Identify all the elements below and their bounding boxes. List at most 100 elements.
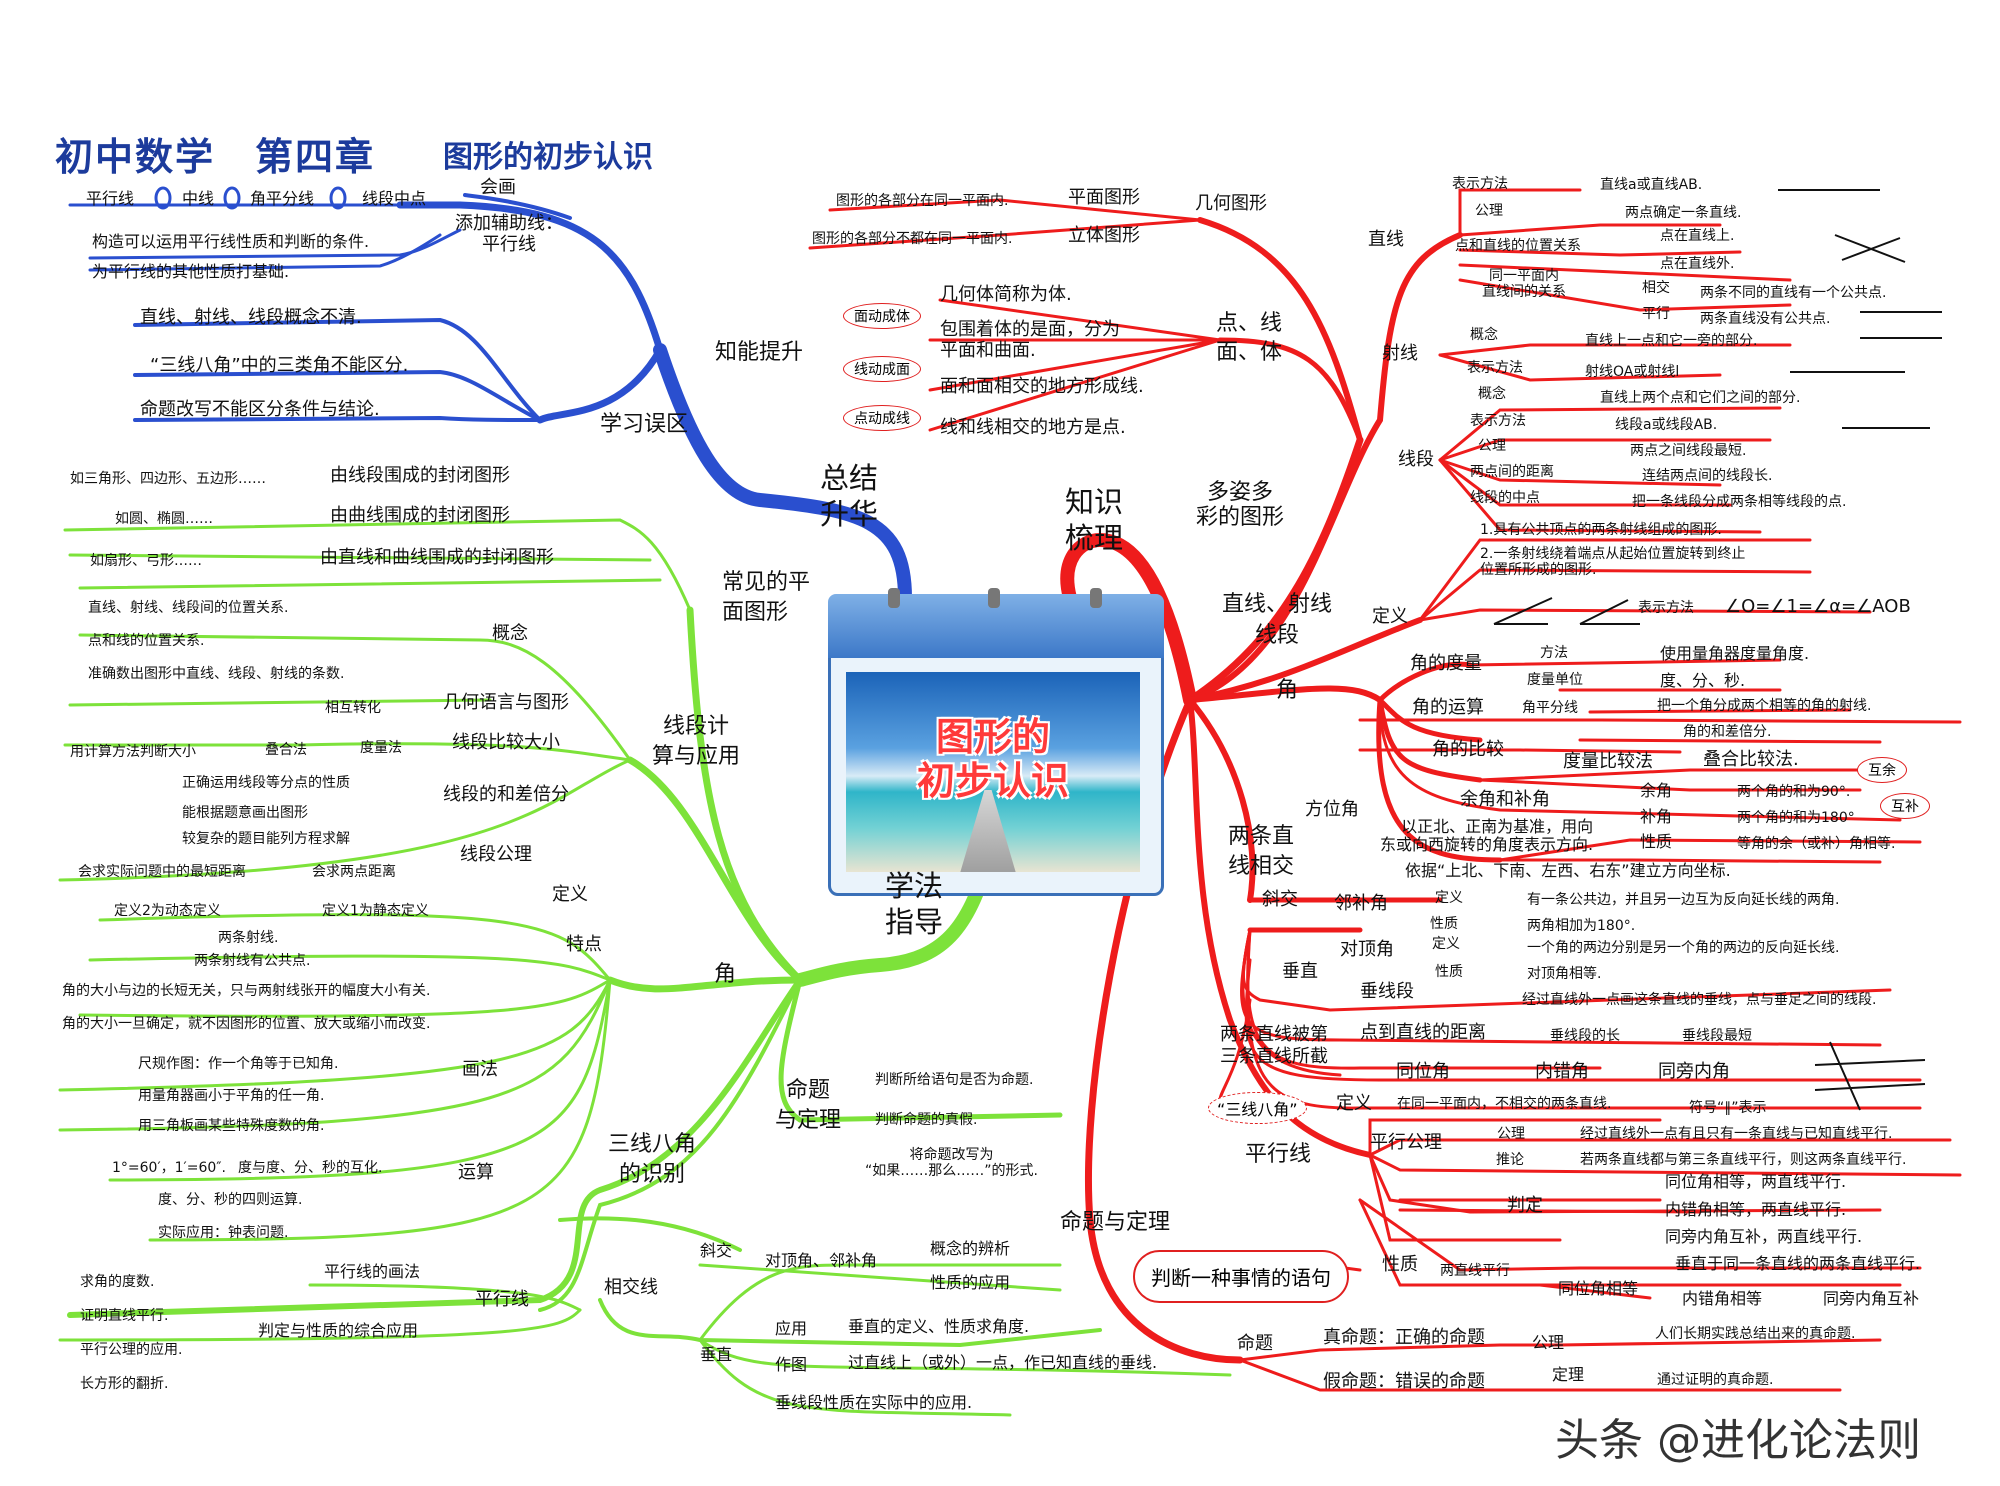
- geo-shapes: 几何图形: [1195, 193, 1267, 214]
- perp-seg-note: 经过直线外一点画这条直线的垂线，点与垂足之间的线段.: [1522, 992, 1877, 1008]
- angle-ops: 角的运算: [1412, 697, 1484, 718]
- draw-item: 线段中点: [362, 189, 427, 208]
- vert-prop: 性质: [1435, 964, 1463, 980]
- cmp-measure: 度量比较法: [1563, 751, 1653, 772]
- intersect-method: 相交线: [604, 1277, 658, 1298]
- measure-unit-note: 度、分、秒.: [1660, 671, 1746, 690]
- aux-line-label: 添加辅助线： 平行线: [455, 213, 563, 255]
- page-subtitle: 图形的初步认识: [443, 140, 653, 175]
- calc-note: 度与度、分、秒的互化.: [238, 1160, 383, 1176]
- comp-prop: 性质: [1640, 832, 1673, 851]
- feature-note: 角的大小与边的长短无关，只与两射线张开的幅度大小有关.: [62, 983, 431, 999]
- hu-yu-tag: 互余: [1857, 757, 1907, 783]
- solid-shape: 立体图形: [1068, 225, 1140, 246]
- segment-concept: 概念: [492, 623, 528, 644]
- par-ax-main: 公理: [1497, 1126, 1525, 1142]
- adj-def: 定义: [1435, 890, 1463, 906]
- calc-note: 实际应用：钟表问题.: [158, 1225, 289, 1241]
- perp-label: 垂直: [700, 1345, 733, 1364]
- segment-node: 线段: [1398, 449, 1434, 470]
- vert-def-note: 一个角的两边分别是另一个角的两边的反向延长线.: [1527, 940, 1840, 956]
- shape-type: 由曲线围成的封闭图形: [330, 505, 510, 526]
- comp-prop-note: 等角的余（或补）角相等.: [1737, 836, 1896, 852]
- seg-concept-note: 直线上两个点和它们之间的部分.: [1600, 390, 1801, 406]
- parallel-draw: 平行线的画法: [324, 1262, 421, 1281]
- hub-intersecting-lines: 两条直 线相交: [1228, 824, 1295, 879]
- ray-repr: 表示方法: [1467, 360, 1523, 376]
- apply-label: 应用: [775, 1319, 808, 1338]
- solid-abbr: 几何体简称为体.: [940, 284, 1072, 305]
- def-note: 定义1为静态定义: [322, 903, 429, 919]
- apply-note: 垂直的定义、性质求角度.: [848, 1317, 1030, 1336]
- binder-ring-icon: [1090, 588, 1102, 608]
- segment-compare: 线段比较大小: [452, 732, 560, 753]
- angle-def: 定义: [552, 884, 588, 905]
- angle-repr: 表示方法: [1638, 600, 1694, 616]
- seg-repr-note: 线段a或线段AB.: [1615, 417, 1718, 433]
- hub-segment-calc: 线段计 算与应用: [652, 714, 741, 769]
- true-prop: 真命题：正确的命题: [1323, 1327, 1485, 1348]
- seg-mid: 线段的中点: [1470, 490, 1540, 506]
- vert-def: 定义: [1432, 936, 1460, 952]
- ray-concept-note: 直线上一点和它一旁的部分.: [1585, 333, 1758, 349]
- prop-use: 性质的应用: [930, 1273, 1011, 1292]
- surround-note: 包围着体的是面，分为 平面和曲面.: [940, 319, 1120, 361]
- par-judge-note: 同旁内角互补，两直线平行.: [1665, 1227, 1863, 1246]
- par-ax-infer: 推论: [1496, 1152, 1524, 1168]
- mistake-item: 直线、射线、线段概念不清.: [140, 307, 362, 328]
- hub-angle-method: 角: [714, 962, 737, 987]
- par-judge: 判定: [1507, 1195, 1543, 1216]
- perp-seg: 垂线段: [1360, 981, 1414, 1002]
- hub-knowledge: 知识 梳理: [1065, 485, 1124, 556]
- hub-three-lines: 三线八角 的识别: [608, 1132, 697, 1187]
- draw-label2: 作图: [775, 1355, 808, 1374]
- par-prop-a: 同位角相等: [1558, 1279, 1639, 1298]
- par-def-note: 在同一平面内，不相交的两条直线.: [1397, 1096, 1612, 1112]
- prop-axiom: 公理: [1532, 1333, 1565, 1352]
- parallel-method: 平行线: [475, 1289, 529, 1310]
- bearing-note: 以正北、正南为基准，用向 东或向西旋转的角度表示方向.: [1380, 817, 1594, 855]
- hub-summary: 总结 升华: [820, 461, 879, 532]
- seg-axiom: 公理: [1478, 438, 1506, 454]
- complement-node: 余角和补角: [1460, 789, 1550, 810]
- par-def: 定义: [1336, 1093, 1372, 1114]
- draw-item: 中线: [182, 189, 215, 208]
- perp-node: 垂直: [1282, 961, 1318, 982]
- dist-note-a: 垂线段的长: [1550, 1028, 1620, 1044]
- draw-note2: 过直线上（或外）一点，作已知直线的垂线.: [848, 1353, 1158, 1372]
- plf-label: 点、线 面、体: [1216, 311, 1283, 365]
- vert-prop-note: 对顶角相等.: [1527, 966, 1602, 982]
- concept-note: 点和线的位置关系.: [88, 633, 205, 649]
- point-on-line: 点在直线上.: [1660, 228, 1735, 244]
- center-topic-card: 图形的 初步认识: [828, 588, 1164, 896]
- hub-lines-rays: 直线、射线 线段: [1222, 592, 1333, 648]
- angle-measure: 角的度量: [1410, 653, 1482, 674]
- two-point-dist: 两点间的距离: [1470, 464, 1554, 480]
- compute-judge: 用计算方法判断大小: [70, 744, 196, 760]
- draw-item: 平行线: [86, 189, 135, 208]
- adj-prop: 性质: [1430, 916, 1458, 932]
- aux-note: 构造可以运用平行线性质和判断的条件.: [92, 232, 370, 251]
- angle-repr-note: ∠O=∠1=∠α=∠AOB: [1725, 596, 1911, 617]
- sumdiff-note: 能根据题意画出图形: [182, 805, 308, 821]
- sumdiff-note: 正确运用线段等分点的性质: [182, 775, 350, 791]
- line-axiom: 公理: [1475, 203, 1503, 219]
- prop-theorem-note: 通过证明的真命题.: [1657, 1372, 1774, 1388]
- segment-axiom: 线段公理: [460, 844, 532, 865]
- plane-line-rel: 同一平面内 直线间的关系: [1482, 268, 1566, 301]
- judge-note: 证明直线平行.: [80, 1308, 169, 1324]
- prop-axiom-note: 人们长期实践总结出来的真命题.: [1655, 1326, 1856, 1342]
- seg-repr: 表示方法: [1470, 413, 1526, 429]
- face-body-tag: 面动成体: [843, 303, 921, 329]
- calc-note: 度、分、秒的四则运算.: [158, 1192, 303, 1208]
- par-ax-infer-note: 若两条直线都与第三条直线平行，则这两条直线平行.: [1580, 1152, 1907, 1168]
- par-symbol: 符号“∥”表示: [1689, 1100, 1767, 1116]
- prop-method-note: 判断命题的真假.: [875, 1112, 978, 1128]
- concept-note: 直线、射线、线段间的位置关系.: [88, 600, 289, 616]
- draw-note: 尺规作图：作一个角等于已知角.: [138, 1056, 339, 1072]
- angle-bisector: 角平分线: [1522, 700, 1578, 716]
- bearing-angle: 方位角: [1305, 799, 1359, 820]
- hub-common-shapes: 常见的平 面图形: [722, 570, 811, 625]
- par-judge-note: 同位角相等，两直线平行.: [1665, 1172, 1847, 1191]
